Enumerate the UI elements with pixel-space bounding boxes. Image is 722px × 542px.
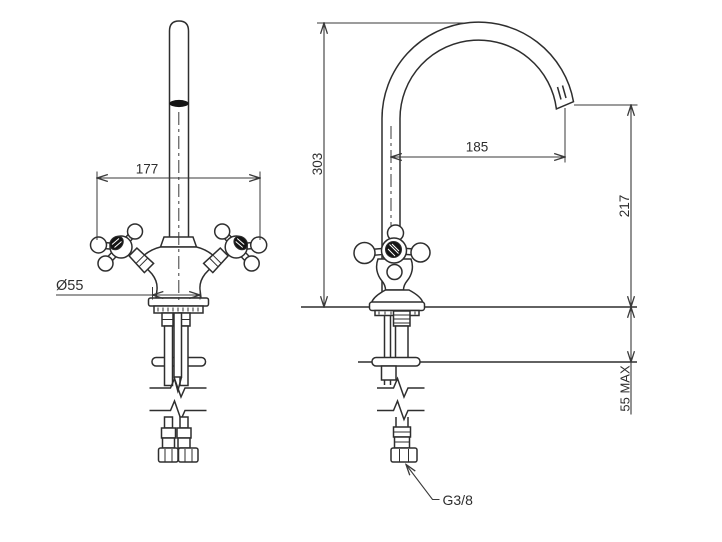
hose-crimp [160, 427, 177, 439]
dim-overall-height: 303 [310, 23, 464, 307]
handle-indicator-cap [233, 235, 248, 251]
side-view [301, 21, 637, 463]
break-line [149, 398, 207, 422]
handle-knob [213, 223, 231, 240]
hose-crimp [177, 437, 191, 449]
handle-knob [243, 255, 260, 272]
dim-base-diameter: Ø55 [56, 278, 200, 300]
base-flange-side [368, 301, 426, 312]
break-line [377, 376, 425, 400]
handle-knob [410, 242, 431, 263]
supply-pipe [163, 325, 174, 387]
hose-crimp [176, 427, 192, 439]
dimensions: 177 Ø55 303 185 217 [56, 23, 638, 508]
base-bell-side [370, 289, 424, 304]
hex-nut [157, 447, 179, 463]
hose-crimp [161, 437, 176, 449]
hex-nut [390, 447, 418, 463]
dim-front-width-label: 177 [136, 162, 159, 177]
dim-deck-thickness-label: 55 MAX [618, 365, 633, 412]
dim-front-width: 177 [97, 162, 260, 240]
shank-stud [380, 365, 397, 381]
handle-indicator-cap [109, 235, 124, 251]
mounting-washer-side [371, 356, 421, 367]
hex-nut [177, 447, 199, 463]
spout-outlet-front [169, 99, 189, 108]
gooseneck-spout [381, 21, 575, 303]
dim-spout-reach-label: 185 [466, 140, 489, 155]
cross-handle-side [353, 224, 431, 304]
dim-deck-thickness: 55 MAX [618, 307, 633, 415]
cross-handle-left [89, 223, 155, 274]
hose-end [163, 416, 174, 429]
handle-knob [126, 223, 144, 240]
aerator-lines [556, 85, 567, 100]
handle-knob [89, 236, 108, 254]
bowl-ring [386, 263, 403, 281]
valve-taper-right [202, 247, 230, 274]
handle-knob [97, 255, 114, 272]
mounting-stud [173, 312, 183, 378]
thread-callout: G3/8 [406, 465, 474, 508]
supply-assembly-front [149, 312, 207, 463]
thread-callout-label: G3/8 [443, 492, 474, 508]
shank-assembly-side [371, 310, 425, 463]
shank-lower [394, 325, 409, 359]
dim-spout-outlet-height: 217 [574, 105, 638, 307]
handle-knob [249, 236, 268, 254]
dim-spout-reach: 185 [391, 108, 565, 163]
dim-base-diameter-label: Ø55 [56, 278, 83, 294]
front-view [89, 20, 268, 463]
base-band-ribs [157, 307, 199, 312]
break-line [149, 376, 207, 400]
hose-end [179, 416, 189, 429]
handle-knob [353, 241, 376, 265]
cross-handle-right [202, 223, 268, 274]
break-line [377, 398, 425, 422]
valve-taper-left [128, 247, 155, 274]
dim-spout-outlet-height-label: 217 [617, 195, 632, 218]
handle-indicator-cap [385, 241, 402, 258]
dim-overall-height-label: 303 [310, 153, 325, 176]
